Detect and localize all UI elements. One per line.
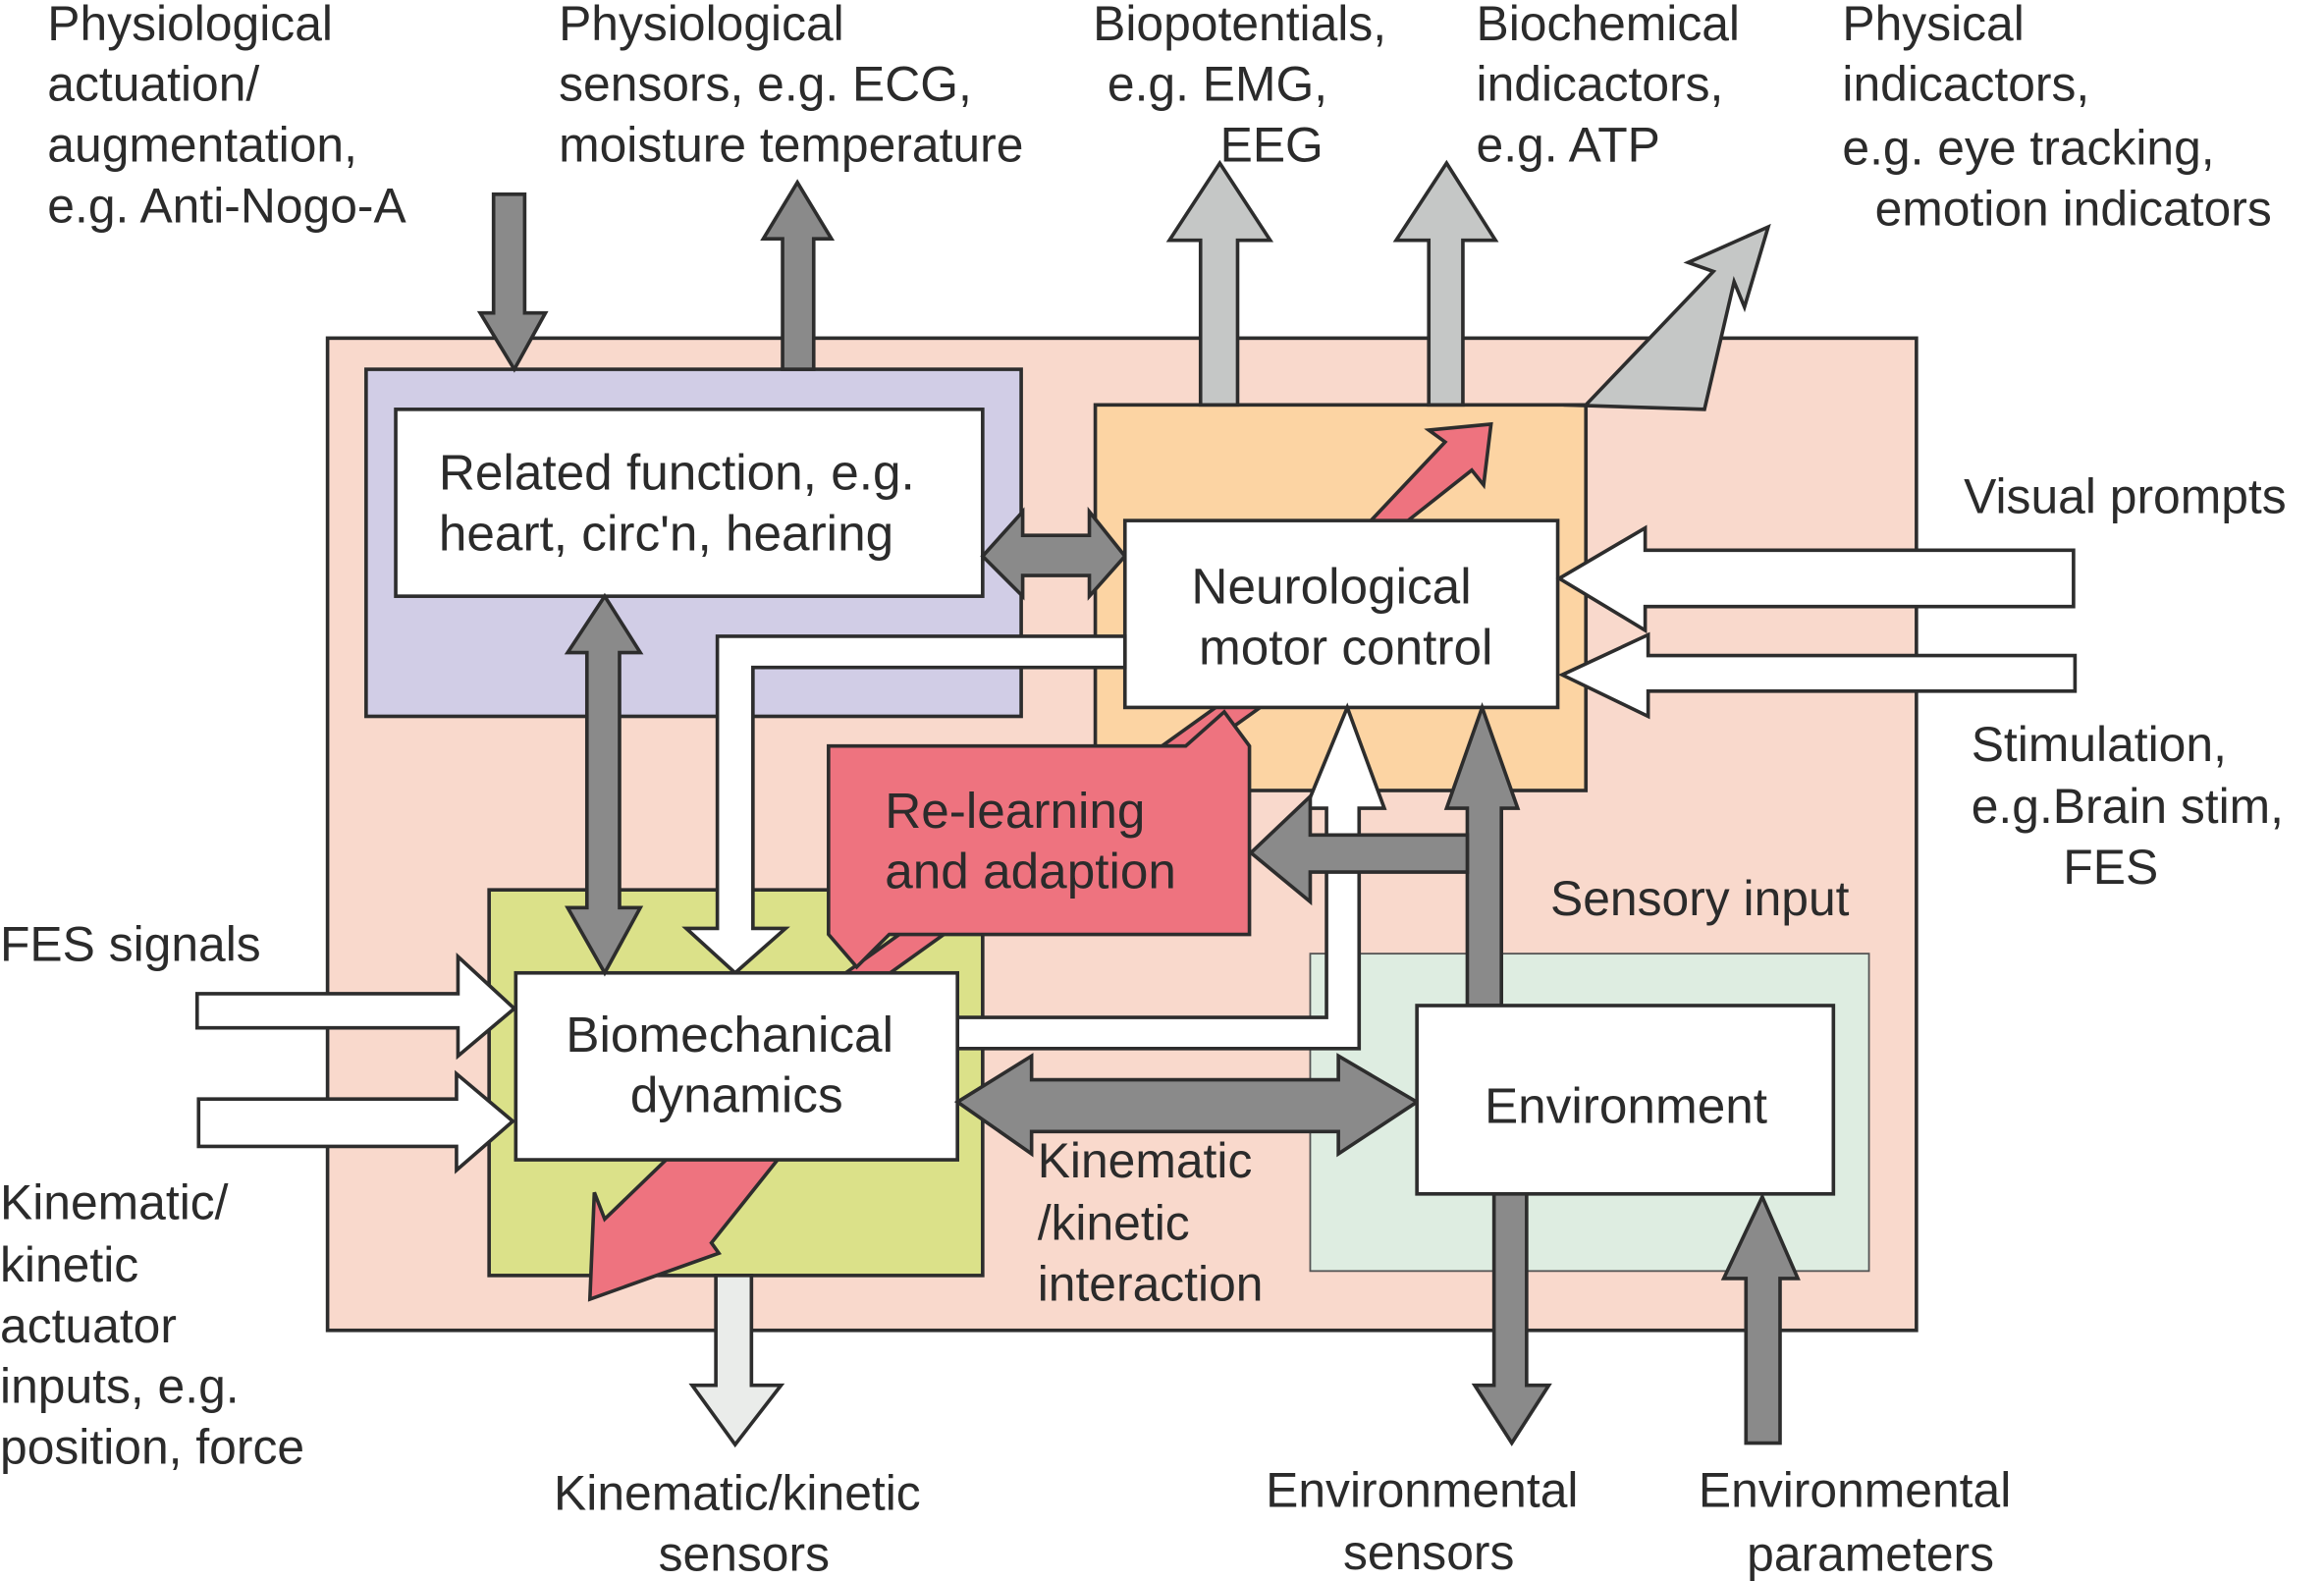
environment-to-neuro-arrow bbox=[1443, 701, 1521, 1008]
biomech-to-neuro-arrow bbox=[955, 702, 1387, 1051]
fes-signals-line-1: FES signals bbox=[0, 917, 261, 972]
biochemical-label: Biochemical indicactors, e.g. ATP bbox=[1477, 0, 1754, 173]
environmental-sensors-line-1: Environmental bbox=[1266, 1462, 1578, 1517]
biomechanical-dynamics-box[interactable] bbox=[513, 970, 959, 1162]
biomechanical-label: Biomechanical dynamics bbox=[566, 1007, 907, 1123]
stimulation-label: Stimulation, e.g.Brain stim, FES bbox=[1972, 717, 2297, 895]
neurological-label: Neurological motor control bbox=[1191, 559, 1492, 676]
related-function-line-1: Related function, e.g. bbox=[439, 444, 915, 500]
physical-line-3: e.g. eye tracking, bbox=[1842, 121, 2214, 176]
neurological-motor-control-box[interactable] bbox=[1122, 518, 1560, 710]
biochemical-line-1: Biochemical bbox=[1477, 0, 1740, 51]
stimulation-line-2: e.g.Brain stim, bbox=[1972, 779, 2284, 834]
kinematic-actuator-line-3: actuator bbox=[0, 1298, 177, 1353]
biopotentials-line-1: Biopotentials, bbox=[1093, 0, 1386, 51]
kinematic-actuator-line-1: Kinematic/ bbox=[0, 1174, 229, 1229]
kinematic-actuator-label: Kinematic/ kinetic actuator inputs, e.g.… bbox=[0, 1174, 304, 1474]
biopotentials-line-2: e.g. EMG, bbox=[1108, 57, 1327, 112]
relearning-label: Re-learning and adaption bbox=[885, 783, 1176, 900]
environmental-sensors-line-2: sensors bbox=[1343, 1525, 1514, 1580]
environmental-sensors-label: Environmental sensors bbox=[1266, 1462, 1592, 1579]
environment-box[interactable] bbox=[1415, 1004, 1836, 1196]
biomechanical-line-2: dynamics bbox=[630, 1067, 843, 1123]
physiological-actuation-label: Physiological actuation/ augmentation, e… bbox=[47, 0, 406, 234]
neuro-to-biomech-arrow bbox=[681, 634, 1127, 976]
environmental-sensors-arrow bbox=[1471, 1191, 1552, 1446]
sensory-to-relearning-arrow bbox=[1248, 791, 1470, 906]
environment-line-1: Environment bbox=[1485, 1077, 1767, 1133]
environmental-parameters-label: Environmental parameters bbox=[1699, 1462, 2025, 1581]
physical-line-2: indicactors, bbox=[1842, 57, 2089, 112]
physical-indicators-label: Physical indicactors, e.g. eye tracking,… bbox=[1842, 0, 2271, 237]
physiological-sensors-label: Physiological sensors, e.g. ECG, moistur… bbox=[559, 0, 1023, 173]
relearning-line-2: and adaption bbox=[885, 844, 1176, 900]
kinematic-interaction-line-1: Kinematic bbox=[1038, 1133, 1253, 1188]
physical-line-4: emotion indicators bbox=[1875, 182, 2272, 237]
biopotentials-label: Biopotentials, e.g. EMG, EEG bbox=[1093, 0, 1400, 173]
physiological-sensors-arrow bbox=[760, 179, 836, 371]
physiological-actuation-arrow bbox=[476, 192, 549, 373]
biochemical-line-3: e.g. ATP bbox=[1477, 118, 1660, 173]
sensory-input-line: Sensory input bbox=[1550, 871, 1850, 926]
environment-label: Environment bbox=[1485, 1077, 1767, 1133]
neurological-line-2: motor control bbox=[1199, 620, 1492, 676]
kinematic-actuator-line-2: kinetic bbox=[0, 1237, 138, 1292]
related-function-line-2: heart, circ'n, hearing bbox=[439, 505, 893, 561]
relearning-line-1: Re-learning bbox=[885, 783, 1145, 839]
stimulation-arrow bbox=[1557, 631, 2078, 720]
kinematic-interaction-line-3: interaction bbox=[1038, 1257, 1264, 1312]
physiological-actuation-line-2: actuation/ bbox=[47, 57, 259, 112]
stimulation-line-3: FES bbox=[2063, 840, 2158, 895]
related-function-box[interactable] bbox=[394, 408, 985, 598]
visual-prompts-label: Visual prompts bbox=[1964, 469, 2286, 524]
related-function-label: Related function, e.g. heart, circ'n, he… bbox=[439, 444, 929, 561]
kinematic-interaction-label: Kinematic /kinetic interaction bbox=[1038, 1133, 1267, 1311]
biochemical-line-2: indicactors, bbox=[1477, 57, 1724, 112]
kinematic-interaction-line-2: /kinetic bbox=[1038, 1196, 1190, 1251]
environmental-parameters-line-1: Environmental bbox=[1699, 1462, 2011, 1517]
related-biomech-double-arrow bbox=[564, 592, 644, 977]
environmental-parameters-line-2: parameters bbox=[1747, 1526, 1994, 1581]
physical-line-1: Physical bbox=[1842, 0, 2024, 51]
kinematic-actuator-line-5: position, force bbox=[0, 1420, 304, 1475]
kinematic-actuator-arrow bbox=[196, 1069, 516, 1174]
physiological-actuation-line-1: Physiological bbox=[47, 0, 333, 51]
visual-prompts-arrow bbox=[1555, 524, 2076, 634]
physiological-actuation-line-3: augmentation, bbox=[47, 118, 357, 173]
visual-prompts-line-1: Visual prompts bbox=[1964, 469, 2286, 524]
physiological-actuation-line-4: e.g. Anti-Nogo-A bbox=[47, 179, 406, 234]
physiological-sensors-line-3: moisture temperature bbox=[559, 118, 1023, 173]
fes-signals-arrow bbox=[194, 953, 517, 1061]
fes-signals-label: FES signals bbox=[0, 917, 261, 972]
biomechanical-line-1: Biomechanical bbox=[566, 1007, 893, 1063]
biopotentials-line-3: EEG bbox=[1220, 118, 1324, 173]
relearning-adaption-box[interactable] bbox=[827, 709, 1252, 970]
biopotentials-output-arrow bbox=[1165, 159, 1274, 408]
kinematic-sensors-label: Kinematic/kinetic sensors bbox=[554, 1465, 934, 1581]
kinematic-sensors-line-1: Kinematic/kinetic bbox=[554, 1465, 921, 1520]
physiological-sensors-line-1: Physiological bbox=[559, 0, 844, 51]
kinematic-sensors-line-2: sensors bbox=[659, 1526, 830, 1581]
environmental-parameters-arrow bbox=[1720, 1192, 1801, 1445]
physical-indicators-output-arrow bbox=[1563, 223, 1771, 411]
kinematic-actuator-line-4: inputs, e.g. bbox=[0, 1359, 240, 1414]
kinematic-sensors-arrow bbox=[688, 1274, 785, 1448]
neurological-line-1: Neurological bbox=[1191, 559, 1471, 615]
physiological-sensors-line-2: sensors, e.g. ECG, bbox=[559, 57, 972, 112]
biochemical-output-arrow bbox=[1392, 159, 1499, 408]
sensory-input-label: Sensory input bbox=[1550, 871, 1850, 926]
stimulation-line-1: Stimulation, bbox=[1972, 717, 2227, 772]
